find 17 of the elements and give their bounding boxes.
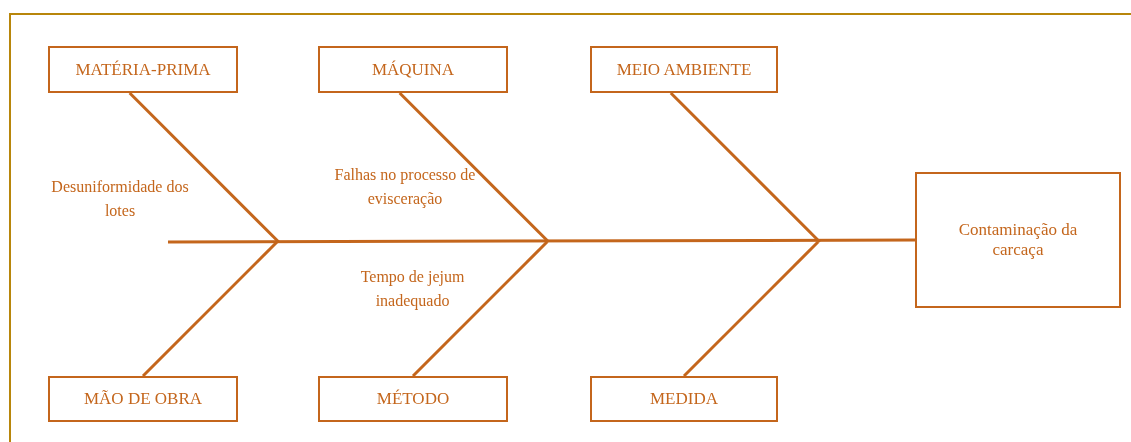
bone-line (669, 91, 821, 244)
category-box: MEIO AMBIENTE (590, 46, 778, 93)
cause-text: Falhas no processo de evisceração (333, 165, 477, 210)
category-box: MÃO DE OBRA (48, 376, 238, 422)
cause-text: Tempo de jejum inadequado (359, 267, 466, 312)
bone-line (128, 91, 280, 244)
bone-line (398, 91, 550, 244)
category-box: MÉTODO (318, 376, 508, 422)
spine-line (168, 238, 915, 244)
category-box: MATÉRIA-PRIMA (48, 46, 238, 93)
category-box: MEDIDA (590, 376, 778, 422)
cause-text: Desuniformidade dos lotes (50, 177, 190, 221)
effect-box: Contaminação da carcaça (915, 172, 1121, 308)
bone-line (411, 240, 549, 378)
bone-line (682, 240, 820, 378)
bone-line (141, 240, 279, 378)
category-box: MÁQUINA (318, 46, 508, 93)
